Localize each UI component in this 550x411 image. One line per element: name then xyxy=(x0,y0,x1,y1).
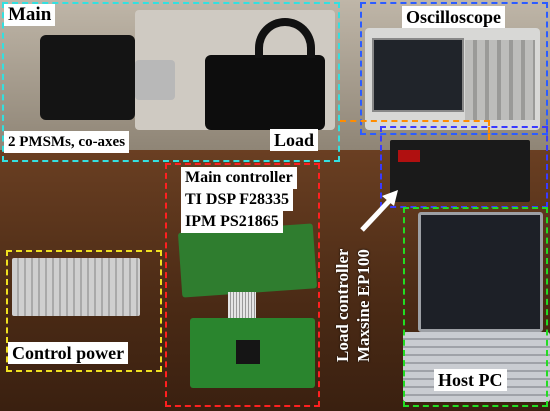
load-controller-label-1: Load controller xyxy=(333,248,352,362)
load-controller-label: Load controller xyxy=(332,222,354,362)
main-motor xyxy=(40,35,135,120)
main-controller-label-1: Main controller xyxy=(181,167,297,189)
main-motor-highlight-box xyxy=(2,2,340,162)
motor-cable xyxy=(255,18,315,58)
load-highlight-box xyxy=(340,120,490,140)
ribbon-cable xyxy=(228,292,256,322)
dsp-chip xyxy=(236,340,260,364)
oscilloscope-label: Oscilloscope xyxy=(402,6,505,28)
oscilloscope-knobs xyxy=(465,40,535,120)
control-power-highlight-box xyxy=(6,250,162,372)
oscilloscope-screen xyxy=(372,38,464,112)
load-controller-model-label: Maxsine EP100 xyxy=(353,222,375,362)
load-label: Load xyxy=(270,129,319,151)
power-supply-unit xyxy=(12,258,140,316)
laptop-screen xyxy=(418,212,543,332)
host-pc-label: Host PC xyxy=(434,369,507,391)
main-controller-label-2: TI DSP F28335 xyxy=(181,189,294,211)
coupling xyxy=(135,60,175,100)
control-power-label: Control power xyxy=(8,342,129,364)
load-controller-label-2: Maxsine EP100 xyxy=(354,249,373,362)
main-controller-highlight-box xyxy=(165,163,320,407)
load-controller-display xyxy=(398,150,420,162)
host-pc-highlight-box xyxy=(403,207,548,407)
main-controller-label-3: IPM PS21865 xyxy=(181,211,283,233)
main-label: Main xyxy=(4,4,56,26)
load-motor xyxy=(205,55,325,130)
oscilloscope-highlight-box xyxy=(360,2,548,135)
pmsms-label: 2 PMSMs, co-axes xyxy=(4,131,130,153)
